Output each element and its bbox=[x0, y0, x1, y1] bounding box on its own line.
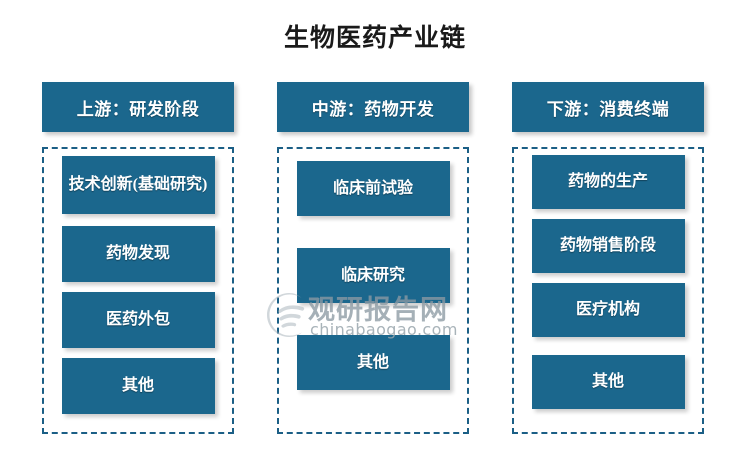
item-box[interactable]: 临床研究 bbox=[296, 248, 450, 303]
item-box[interactable]: 技术创新(基础研究) bbox=[61, 156, 215, 214]
column-body-upstream: 技术创新(基础研究) 药物发现 医药外包 其他 bbox=[42, 147, 234, 434]
column-header-midstream: 中游：药物开发 bbox=[277, 82, 469, 132]
item-box[interactable]: 其他 bbox=[531, 355, 685, 409]
item-list-midstream: 临床前试验 临床研究 其他 bbox=[279, 149, 467, 432]
column-upstream: 上游：研发阶段 技术创新(基础研究) 药物发现 医药外包 其他 bbox=[42, 82, 234, 434]
column-body-downstream: 药物的生产 药物销售阶段 医疗机构 其他 bbox=[512, 147, 704, 434]
item-box[interactable]: 其他 bbox=[296, 335, 450, 390]
item-box[interactable]: 药物发现 bbox=[61, 226, 215, 282]
item-box[interactable]: 临床前试验 bbox=[296, 161, 450, 216]
column-midstream: 中游：药物开发 临床前试验 临床研究 其他 bbox=[277, 82, 469, 434]
item-box[interactable]: 医疗机构 bbox=[531, 283, 685, 337]
item-list-upstream: 技术创新(基础研究) 药物发现 医药外包 其他 bbox=[44, 149, 232, 432]
item-box[interactable]: 药物的生产 bbox=[531, 155, 685, 209]
column-header-upstream: 上游：研发阶段 bbox=[42, 82, 234, 132]
page-title: 生物医药产业链 bbox=[283, 25, 466, 52]
column-downstream: 下游：消费终端 药物的生产 药物销售阶段 医疗机构 其他 bbox=[512, 82, 704, 434]
column-body-midstream: 临床前试验 临床研究 其他 bbox=[277, 147, 469, 434]
item-box[interactable]: 医药外包 bbox=[61, 292, 215, 348]
item-box[interactable]: 药物销售阶段 bbox=[531, 219, 685, 273]
column-header-downstream: 下游：消费终端 bbox=[512, 82, 704, 132]
item-list-downstream: 药物的生产 药物销售阶段 医疗机构 其他 bbox=[514, 149, 702, 432]
item-box[interactable]: 其他 bbox=[61, 358, 215, 414]
